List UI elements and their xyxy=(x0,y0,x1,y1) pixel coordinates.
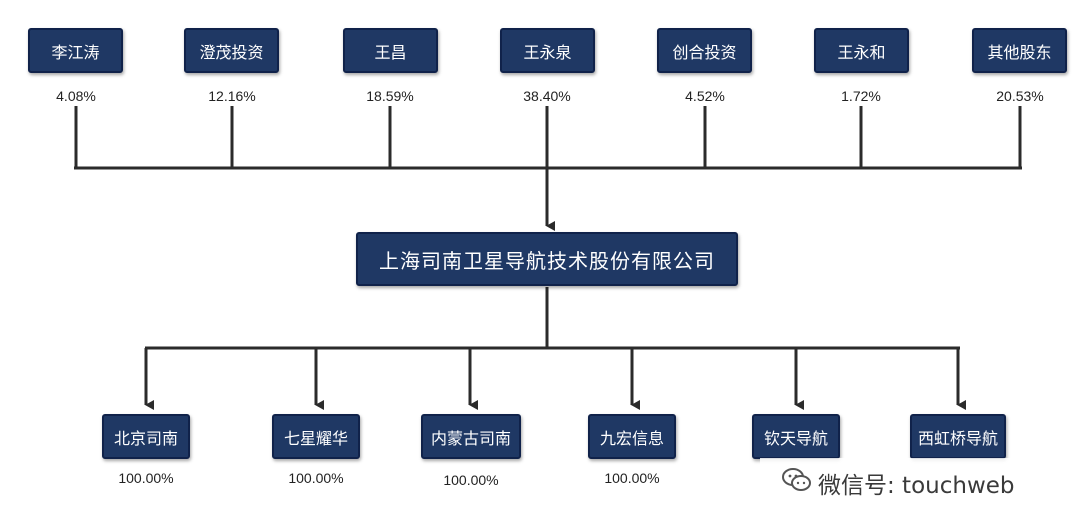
subsidiary-box-6: 西虹桥导航 xyxy=(910,414,1006,459)
shareholder-name: 王昌 xyxy=(374,42,407,62)
subsidiary-box-3: 内蒙古司南 xyxy=(421,414,521,459)
subsidiary-pct: 100.00% xyxy=(288,470,344,486)
company-box: 上海司南卫星导航技术股份有限公司 xyxy=(356,232,738,286)
shareholder-name: 王永泉 xyxy=(523,42,572,62)
subsidiary-box-5: 钦天导航 xyxy=(752,414,840,459)
subsidiary-name: 北京司南 xyxy=(113,428,178,448)
shareholder-name: 王永和 xyxy=(837,42,886,62)
shareholder-pct: 4.52% xyxy=(685,88,725,104)
subsidiary-pct: 100.00% xyxy=(443,472,499,488)
shareholder-name: 其他股东 xyxy=(987,42,1052,62)
shareholder-box-7: 其他股东 xyxy=(972,28,1067,73)
watermark: 微信号: touchweb xyxy=(782,466,1015,500)
subsidiary-name: 钦天导航 xyxy=(763,428,828,448)
shareholder-box-3: 王昌 xyxy=(343,28,438,73)
subsidiary-box-2: 七星耀华 xyxy=(272,414,360,459)
subsidiary-box-1: 北京司南 xyxy=(102,414,190,459)
shareholder-name: 澄茂投资 xyxy=(199,42,264,62)
shareholder-box-2: 澄茂投资 xyxy=(184,28,279,73)
subsidiary-name: 九宏信息 xyxy=(599,428,664,448)
shareholder-name: 李江涛 xyxy=(51,42,100,62)
wechat-icon xyxy=(782,467,812,499)
shareholder-box-1: 李江涛 xyxy=(28,28,123,73)
shareholder-pct: 38.40% xyxy=(523,88,571,104)
shareholder-name: 创合投资 xyxy=(672,42,737,62)
subsidiary-pct: 100.00% xyxy=(604,470,660,486)
shareholder-pct: 20.53% xyxy=(996,88,1044,104)
subsidiary-name: 七星耀华 xyxy=(283,428,348,448)
subsidiary-name: 西虹桥导航 xyxy=(917,428,998,448)
shareholder-box-5: 创合投资 xyxy=(657,28,752,73)
shareholder-pct: 4.08% xyxy=(56,88,96,104)
subsidiary-box-4: 九宏信息 xyxy=(588,414,676,459)
shareholder-pct: 18.59% xyxy=(366,88,414,104)
shareholder-box-6: 王永和 xyxy=(814,28,909,73)
watermark-text: 微信号: touchweb xyxy=(818,473,1015,499)
shareholder-pct: 12.16% xyxy=(208,88,256,104)
shareholder-pct: 1.72% xyxy=(841,88,881,104)
subsidiary-name: 内蒙古司南 xyxy=(430,428,511,448)
subsidiary-pct: 100.00% xyxy=(118,470,174,486)
shareholder-box-4: 王永泉 xyxy=(500,28,595,73)
company-name: 上海司南卫星导航技术股份有限公司 xyxy=(379,248,715,273)
